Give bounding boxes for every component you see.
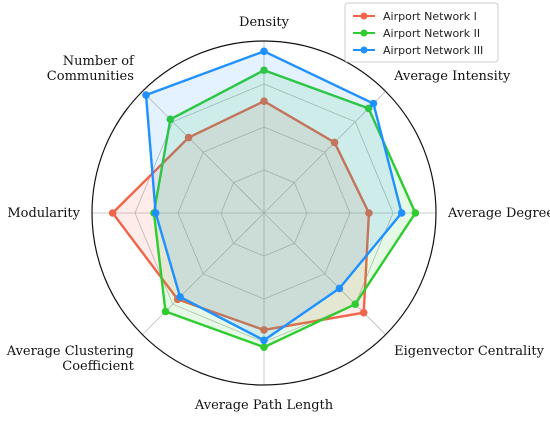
data-point-2-6	[161, 307, 170, 316]
axis-label-3: Average Degree	[447, 206, 550, 221]
data-point-3-2	[369, 99, 378, 108]
legend-marker-1	[360, 12, 368, 20]
legend-label-2: Airport Network II	[383, 27, 480, 40]
data-point-3-7	[151, 209, 160, 217]
data-point-1-3	[365, 209, 373, 217]
axis-label-4: Eigenvector Centrality	[394, 344, 544, 359]
legend-marker-2	[360, 29, 368, 37]
data-point-3-5	[260, 336, 268, 345]
grid-spoke-8	[142, 91, 265, 214]
data-point-2-8	[166, 115, 175, 124]
axis-label-2: Average Intensity	[393, 69, 511, 84]
series-area-2	[153, 70, 416, 348]
legend-item-3: Airport Network III	[353, 44, 483, 57]
legend-label-3: Airport Network III	[383, 44, 483, 57]
data-point-2-2	[364, 104, 373, 113]
series-area-1	[112, 101, 369, 330]
legend-label-1: Airport Network I	[383, 10, 477, 23]
series-area-3	[146, 51, 402, 341]
data-point-2-5	[260, 343, 268, 351]
grid-spoke-6	[142, 212, 265, 335]
outer-frame	[91, 40, 437, 386]
data-point-3-8	[142, 91, 150, 99]
axis-label-1: Density	[239, 15, 290, 30]
grid-spoke-2	[263, 91, 386, 214]
data-point-3-6	[176, 293, 184, 301]
legend-item-1: Airport Network I	[353, 10, 477, 23]
data-point-1-8	[184, 133, 193, 142]
data-point-1-2	[330, 138, 339, 147]
data-point-1-5	[260, 326, 268, 334]
data-point-1-4	[359, 308, 368, 317]
data-point-3-3	[397, 209, 406, 217]
data-point-2-4	[351, 300, 360, 309]
legend-item-2: Airport Network II	[353, 27, 480, 40]
data-point-2-3	[411, 209, 420, 217]
legend: Airport Network I Airport Network II Airpo…	[344, 2, 499, 63]
radar-grid	[91, 40, 437, 386]
data-point-3-1	[260, 47, 268, 56]
data-point-3-4	[335, 284, 344, 293]
legend-box	[344, 2, 499, 63]
series-3	[142, 47, 406, 345]
data-point-2-1	[260, 66, 268, 75]
legend-marker-3	[360, 46, 368, 54]
axis-label-5: Average Path Length	[194, 398, 334, 413]
data-point-1-7	[108, 209, 117, 217]
axis-label-7: Modularity	[7, 206, 80, 221]
radar-series	[108, 47, 420, 351]
data-point-1-1	[260, 97, 268, 105]
